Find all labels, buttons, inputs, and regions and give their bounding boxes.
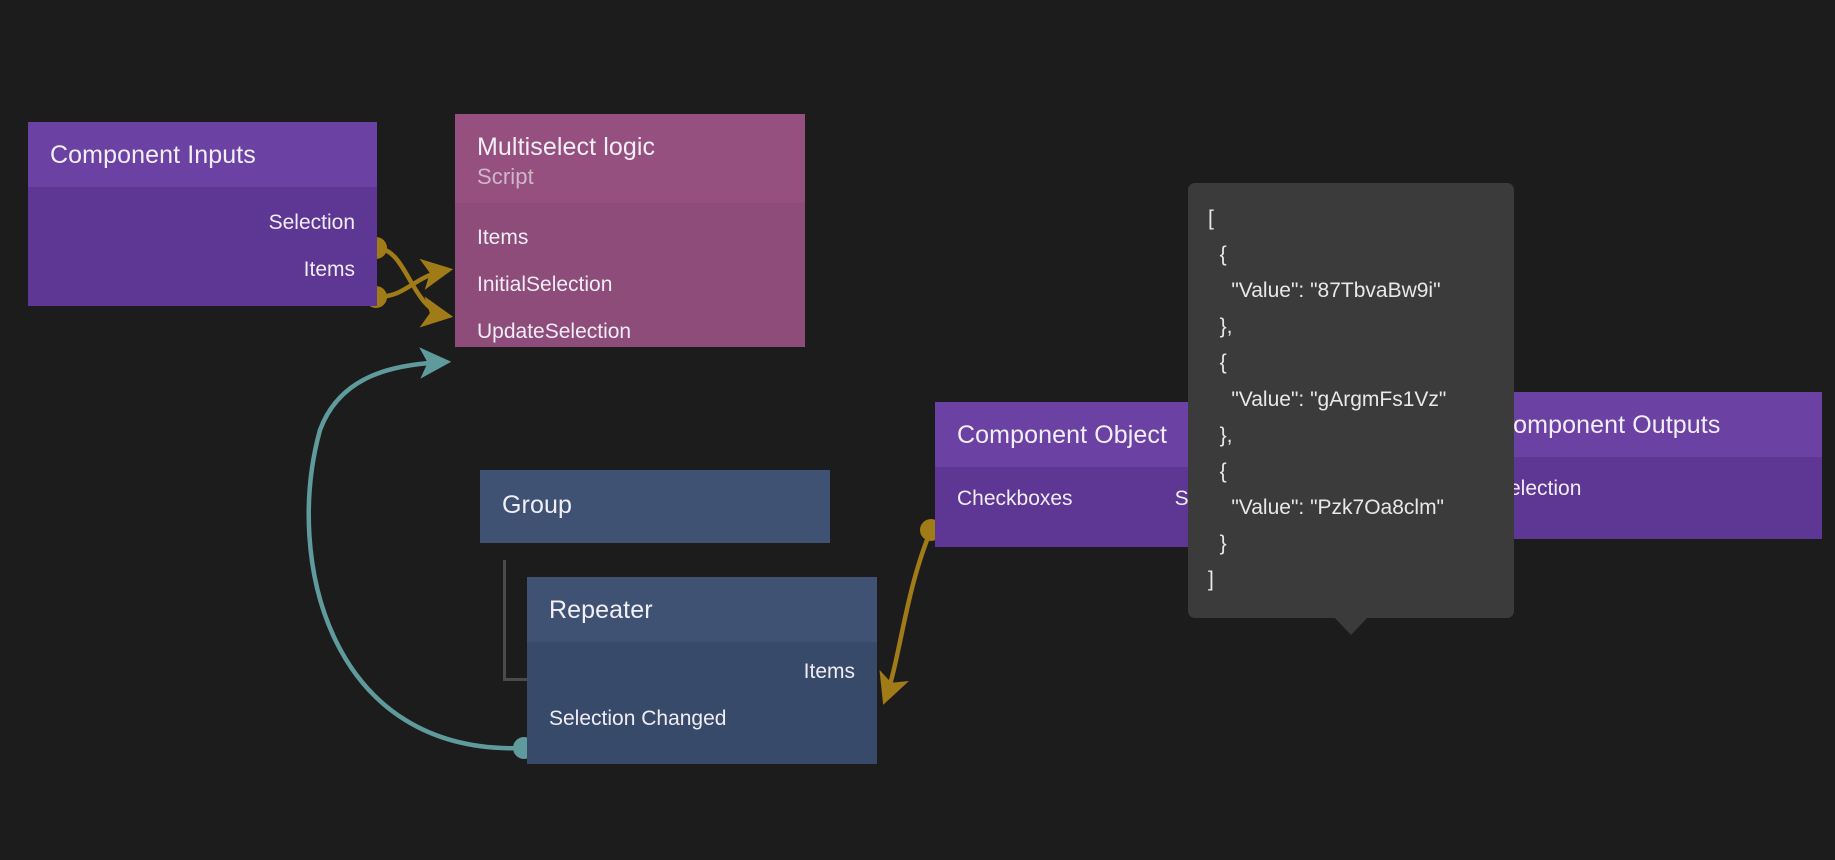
node-group-title: Group xyxy=(480,470,830,543)
node-group[interactable]: Group xyxy=(480,470,830,543)
group-child-bracket xyxy=(503,560,528,681)
tooltip-caret-icon xyxy=(1334,617,1368,636)
port-row-outputs-selection[interactable]: Selection xyxy=(1473,465,1822,512)
node-multiselect-logic-title: Multiselect logic xyxy=(477,133,656,161)
port-row-repeater-items[interactable]: Items xyxy=(527,648,877,695)
node-multiselect-logic[interactable]: Multiselect logic Script Items InitialSe… xyxy=(455,114,805,348)
port-label-checkboxes: Checkboxes xyxy=(957,487,1073,510)
port-row-initialselection[interactable]: InitialSelection xyxy=(455,261,805,308)
wire-selection-to-initialselection xyxy=(365,237,454,328)
port-label-updateselection: UpdateSelection xyxy=(477,320,632,344)
port-label-outputs-selection: Selection xyxy=(1495,477,1582,500)
node-component-inputs[interactable]: Component Inputs Selection Items xyxy=(28,122,377,306)
node-component-inputs-body: Selection Items xyxy=(28,187,377,306)
port-row-items[interactable]: Items xyxy=(28,246,377,293)
node-component-outputs-title: Component Outputs xyxy=(1473,392,1822,457)
port-row-items-input[interactable]: Items xyxy=(455,214,805,261)
port-label-selection: Selection xyxy=(268,211,355,234)
port-label-items-input: Items xyxy=(477,226,529,250)
json-value-tooltip: [ { "Value": "87TbvaBw9i" }, { "Value": … xyxy=(1188,183,1514,636)
node-multiselect-logic-body: Items InitialSelection UpdateSelection xyxy=(455,203,805,348)
json-tooltip-content: [ { "Value": "87TbvaBw9i" }, { "Value": … xyxy=(1208,207,1447,592)
node-repeater[interactable]: Repeater Items Selection Changed xyxy=(527,577,877,764)
port-label-initialselection: InitialSelection xyxy=(477,273,613,297)
node-component-outputs[interactable]: Component Outputs Selection xyxy=(1473,392,1822,539)
node-multiselect-logic-header: Multiselect logic Script xyxy=(455,114,805,204)
node-component-outputs-body: Selection xyxy=(1473,457,1822,539)
node-multiselect-logic-subtitle: Script xyxy=(477,164,534,189)
port-row-selection-changed[interactable]: Selection Changed xyxy=(527,695,877,742)
port-row-updateselection[interactable]: UpdateSelection xyxy=(455,308,805,355)
wire-items-to-items xyxy=(365,258,454,308)
wire-selection-changed-to-updateselection xyxy=(306,347,535,759)
port-label-repeater-items: Items xyxy=(803,660,855,683)
wire-checkboxes-to-repeater-items xyxy=(879,519,942,705)
node-repeater-title: Repeater xyxy=(527,577,877,642)
port-label-items: Items xyxy=(303,258,355,281)
node-component-inputs-title: Component Inputs xyxy=(28,122,377,187)
port-label-selection-changed: Selection Changed xyxy=(549,707,727,730)
node-repeater-body: Items Selection Changed xyxy=(527,642,877,764)
port-row-selection[interactable]: Selection xyxy=(28,199,377,246)
